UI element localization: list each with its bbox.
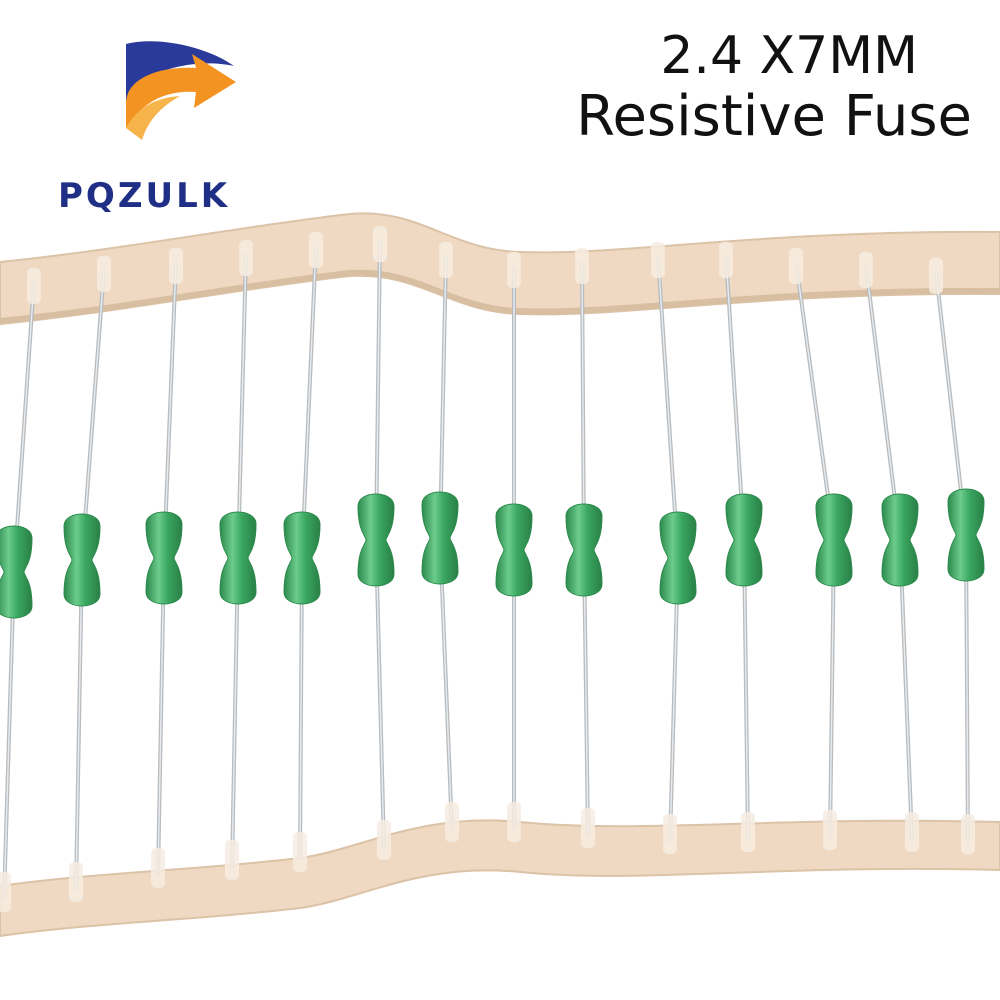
product-type-title: Resistive Fuse <box>576 84 972 149</box>
tape-clip <box>507 252 521 288</box>
fuse <box>0 268 41 912</box>
tape-clip <box>97 256 111 292</box>
fuse-body <box>283 511 321 605</box>
fuse <box>283 232 323 872</box>
tape-clip <box>663 814 677 854</box>
tape-clip <box>69 862 83 902</box>
tape-clip <box>0 872 11 912</box>
fuse <box>651 242 697 854</box>
tape-clip <box>719 242 733 278</box>
bottom-tape <box>0 819 1000 938</box>
tape-clip <box>309 232 323 268</box>
fuse-body <box>881 493 919 587</box>
fuse <box>565 248 603 848</box>
fuse-body <box>495 503 533 597</box>
fuse-body <box>219 511 257 605</box>
tape-clip <box>651 242 665 278</box>
tape-clip <box>151 848 165 888</box>
fuse <box>219 240 257 880</box>
fuse-body <box>725 493 763 587</box>
tape-clip <box>239 240 253 276</box>
fuse-body <box>0 525 33 619</box>
fuse-body <box>145 511 183 605</box>
fuse <box>719 242 763 852</box>
fuse <box>421 242 459 842</box>
fuse-body <box>947 488 985 582</box>
product-size-title: 2.4 X7MM <box>660 26 918 86</box>
tape-clip <box>581 808 595 848</box>
tape-clip <box>507 802 521 842</box>
brand-name: PQZULK <box>58 176 231 216</box>
tape-clip <box>789 248 803 284</box>
fuse-body <box>815 493 853 587</box>
fuse <box>789 248 853 850</box>
tape-clip <box>741 812 755 852</box>
fuse-body <box>421 491 459 585</box>
tape-clip <box>225 840 239 880</box>
tape-clip <box>575 248 589 284</box>
tape-clip <box>439 242 453 278</box>
fuse-body <box>659 511 697 605</box>
fuse-body <box>357 493 395 587</box>
tape-clip <box>293 832 307 872</box>
tape-clip <box>27 268 41 304</box>
tape-clip <box>445 802 459 842</box>
tape-clip <box>373 226 387 262</box>
fuse-array <box>0 226 985 912</box>
fuse <box>929 258 985 854</box>
fuse-body <box>565 503 603 597</box>
tape-clip <box>929 258 943 294</box>
fuse <box>357 226 395 860</box>
tape-clip <box>905 812 919 852</box>
fuse <box>859 252 919 852</box>
tape-clip <box>169 248 183 284</box>
tape-clip <box>859 252 873 288</box>
fuse <box>63 256 111 902</box>
tape-clip <box>961 814 975 854</box>
arrow-logo-icon <box>125 41 236 140</box>
fuse <box>495 252 533 842</box>
brand-logo: PQZULK <box>40 36 280 216</box>
tape-clip <box>377 820 391 860</box>
fuse <box>145 248 183 888</box>
tape-clip <box>823 810 837 850</box>
fuse-body <box>63 513 101 607</box>
